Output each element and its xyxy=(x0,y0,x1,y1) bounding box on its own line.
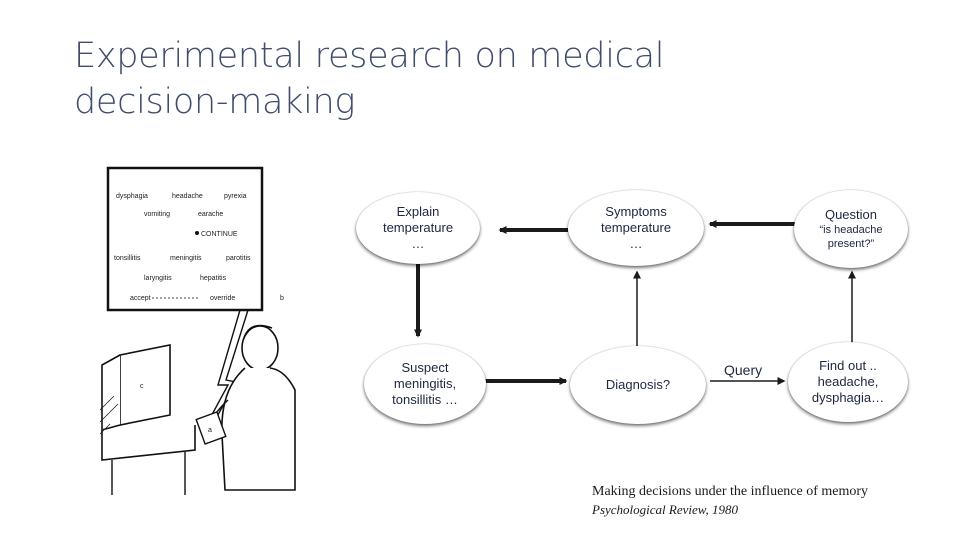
node-suspect-line-3: tonsillitis … xyxy=(392,392,458,407)
screen-item-headache: headache xyxy=(172,193,203,200)
node-symptoms-line-1: Symptoms xyxy=(605,204,667,219)
terminal-label-c: c xyxy=(140,383,144,390)
screen-item-vomiting: vomiting xyxy=(144,211,170,218)
screen-label-b: b xyxy=(280,295,284,302)
screen-item-meningitis: meningitis xyxy=(170,255,202,262)
node-symptoms: Symptoms temperature … xyxy=(568,190,704,266)
screen-continue: CONTINUE xyxy=(201,231,238,238)
screen-item-tonsillitis: tonsillitis xyxy=(114,255,141,262)
node-findout: Find out .. headache, dysphagia… xyxy=(788,342,908,422)
title-line-1: Experimental research on medical xyxy=(74,36,665,76)
citation-source: Psychological Review, 1980 xyxy=(592,502,738,517)
slide-title: Experimental research on medical decisio… xyxy=(74,33,774,125)
node-suspect-line-2: meningitis, xyxy=(393,376,457,391)
node-question-line-1: Question xyxy=(824,207,878,222)
title-line-2: decision-making xyxy=(74,82,356,122)
screen-item-pyrexia: pyrexia xyxy=(224,193,247,200)
node-findout-line-2: headache, xyxy=(817,374,879,389)
terminal-illustration: dysphagia headache pyrexia vomiting eara… xyxy=(100,166,296,495)
node-symptoms-line-2: temperature xyxy=(600,220,672,235)
node-symptoms-line-3: … xyxy=(629,236,643,251)
screen-item-parotitis: parotitis xyxy=(226,255,251,262)
node-explain-line-2: temperature xyxy=(382,220,454,235)
node-explain-line-1: Explain xyxy=(396,204,440,219)
node-findout-line-3: dysphagia… xyxy=(811,390,885,405)
node-findout-line-1: Find out .. xyxy=(819,358,877,373)
screen-item-laryngitis: laryngitis xyxy=(144,275,172,282)
node-suspect-line-1: Suspect xyxy=(401,360,449,375)
keypad-label-a: a xyxy=(208,427,212,434)
node-diagnosis-line-1: Diagnosis? xyxy=(605,377,671,392)
screen-item-hepatitis: hepatitis xyxy=(200,275,227,282)
node-explain: Explain temperature … xyxy=(356,192,480,264)
query-label: Query xyxy=(724,362,763,378)
screen-panel xyxy=(106,166,264,312)
citation: Making decisions under the influence of … xyxy=(592,483,868,519)
screen-item-dysphagia: dysphagia xyxy=(116,193,148,200)
node-question-line-2: “is headache xyxy=(819,224,883,236)
node-diagnosis: Diagnosis? xyxy=(570,346,706,424)
node-explain-line-3: … xyxy=(411,236,425,251)
screen-accept: accept xyxy=(130,295,151,302)
node-suspect: Suspect meningitis, tonsillitis … xyxy=(364,344,486,424)
screen-override: override xyxy=(210,295,235,302)
screen-item-earache: earache xyxy=(198,211,223,218)
node-question-line-3: present?” xyxy=(827,238,875,250)
node-question: Question “is headache present?” xyxy=(794,190,908,268)
citation-title: Making decisions under the influence of … xyxy=(592,484,869,499)
